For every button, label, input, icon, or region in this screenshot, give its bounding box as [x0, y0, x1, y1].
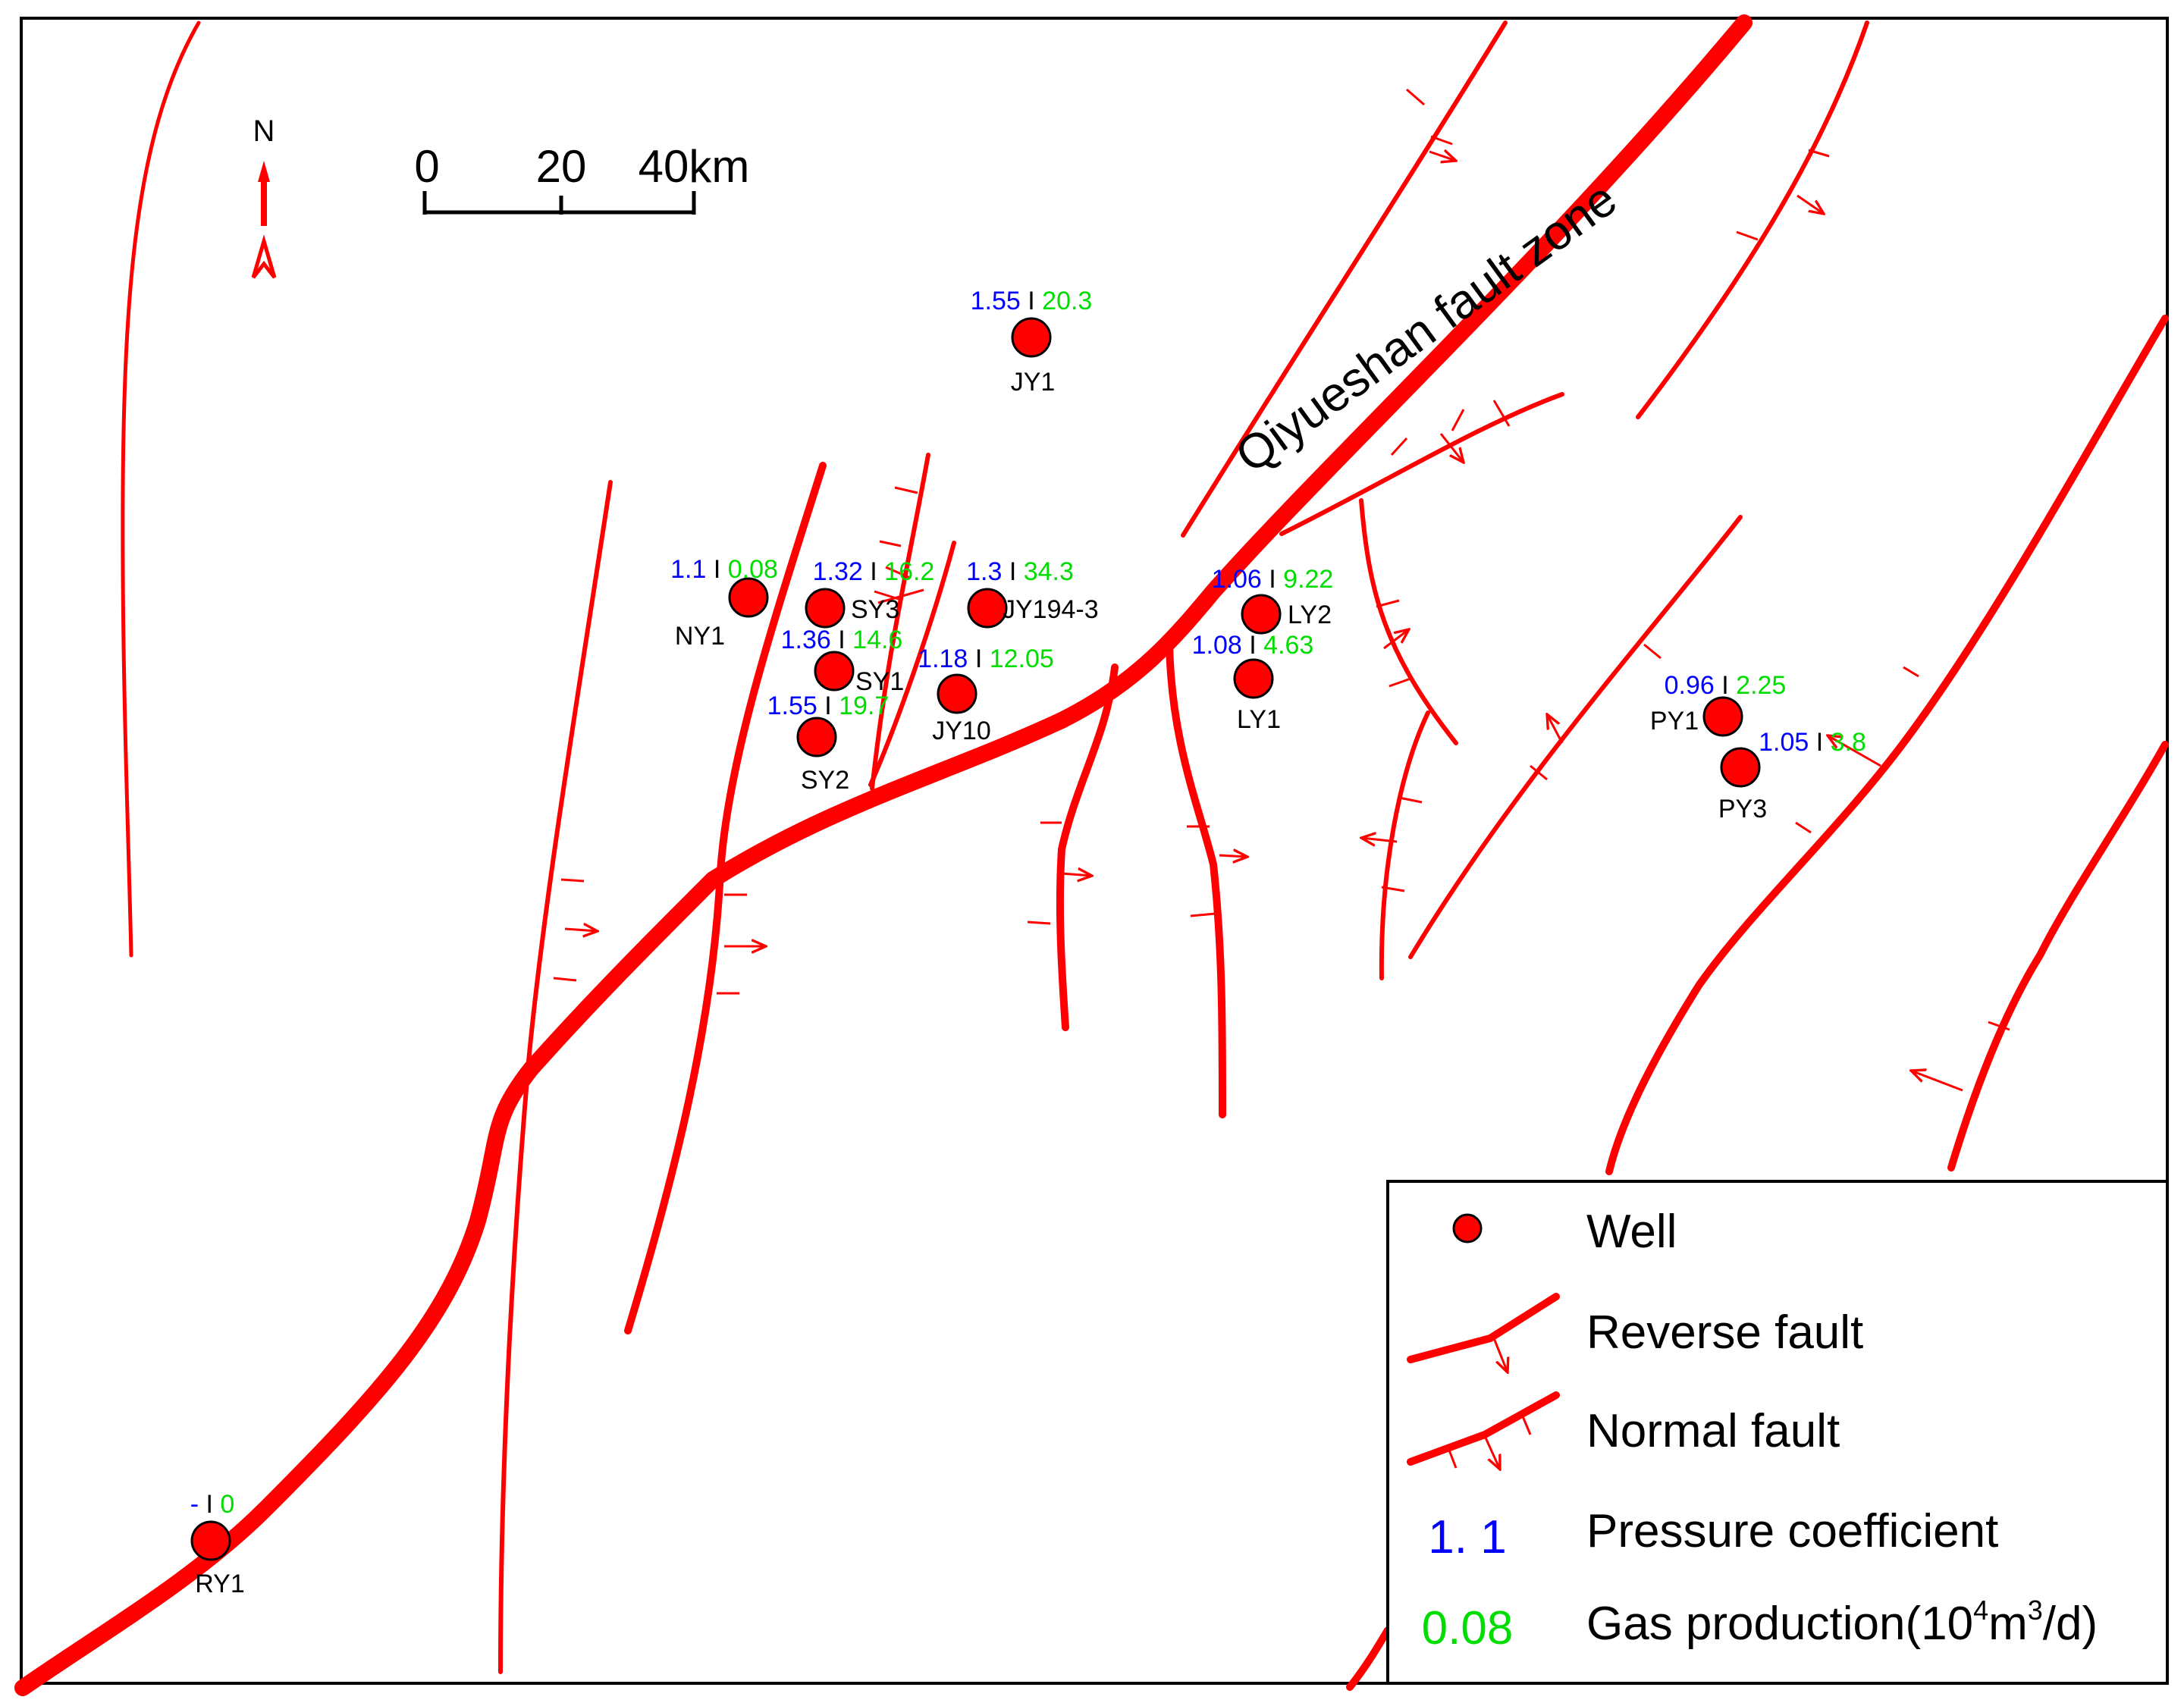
fault-sy-east-2 — [868, 541, 956, 787]
well-values: 1.05 I 3.8 — [1759, 728, 1866, 757]
well-marker — [805, 588, 846, 629]
well-ry1[interactable]: - I 0 RY1 — [190, 1490, 245, 1598]
well-name: RY1 — [195, 1570, 245, 1598]
scale-bar: 0 20 40km — [414, 141, 749, 215]
well-name: PY3 — [1718, 795, 1767, 823]
well-name: PY1 — [1650, 707, 1699, 735]
well-name: JY194-3 — [1003, 595, 1099, 624]
well-jy1[interactable]: 1.55 I 20.3 JY1 — [971, 287, 1093, 397]
fault-east-diag — [1408, 515, 1743, 959]
well-py3[interactable]: 1.05 I 3.8 PY3 — [1718, 728, 1866, 823]
well-values: 1.18 I 12.05 — [918, 645, 1054, 673]
well-marker — [967, 588, 1008, 629]
fault-ne-1 — [1181, 20, 1508, 538]
faults-thick — [14, 14, 2169, 1696]
well-values: - I 0 — [190, 1490, 235, 1519]
fault-sy-west — [624, 462, 827, 1334]
fault-east-lower — [1379, 710, 1430, 980]
legend-box — [1386, 1180, 2169, 1685]
well-name: LY2 — [1288, 601, 1332, 629]
north-arrow-icon — [258, 161, 270, 226]
legend-pressure-label: Pressure coefficient — [1586, 1505, 1998, 1557]
scale-tick-0: 0 — [414, 141, 439, 192]
legend-pressure-sample: 1. 1 — [1428, 1511, 1506, 1563]
well-marker — [1241, 594, 1282, 635]
fault-east-curve — [1359, 498, 1458, 745]
well-name: JY10 — [932, 717, 991, 745]
legend-well-icon — [1452, 1213, 1483, 1244]
fault-se-2 — [1947, 741, 2169, 1171]
legend-reverse-fault-icon — [1407, 1293, 1560, 1372]
well-values: 1.55 I 19.7 — [767, 692, 890, 720]
well-marker — [1720, 747, 1761, 788]
well-ly2[interactable]: 1.06 I 9.22 LY2 — [1212, 565, 1334, 635]
legend: Well Reverse fault Normal fault 1. 1 Pre… — [1386, 1180, 2169, 1685]
well-values: 0.96 I 2.25 — [1665, 671, 1787, 700]
well-jy10[interactable]: 1.18 I 12.05 JY10 — [918, 645, 1054, 745]
well-py1[interactable]: 0.96 I 2.25 PY1 — [1650, 671, 1787, 737]
well-marker — [814, 651, 855, 692]
well-name: SY1 — [855, 667, 904, 696]
well-values: 1.55 I 20.3 — [971, 287, 1093, 315]
legend-gas-label: Gas production(104m3/d) — [1586, 1595, 2098, 1650]
fault-ly-branch — [1166, 641, 1226, 1118]
fault-jy10-branch — [1056, 663, 1119, 1031]
well-jy194-3[interactable]: 1.3 I 34.3 JY194-3 — [966, 557, 1099, 629]
legend-normal-fault-icon — [1407, 1391, 1560, 1469]
fault-zone-label: Qiyueshan fault zone — [1225, 171, 1627, 484]
north-arrow: N — [251, 114, 277, 279]
legend-normal-fault-label: Normal fault — [1586, 1405, 1840, 1457]
well-name: LY1 — [1237, 705, 1281, 734]
well-values: 1.36 I 14.6 — [781, 626, 903, 654]
well-marker — [1011, 317, 1052, 358]
legend-gas-sample: 0.08 — [1422, 1602, 1514, 1654]
fault-ne-arc — [1279, 392, 1564, 536]
well-values: 1.3 I 34.3 — [966, 557, 1074, 586]
well-marker — [937, 673, 977, 714]
well-ly1[interactable]: 1.08 I 4.63 LY1 — [1192, 631, 1314, 734]
fault-bottom-right — [1346, 1626, 1392, 1691]
wells: 1.55 I 20.3 JY1 1.1 I 0.08 NY1 1.32 I 16… — [190, 287, 1866, 1598]
north-label: N — [253, 114, 275, 148]
north-arrow-tail-icon — [251, 234, 277, 279]
well-name: SY2 — [801, 766, 849, 795]
well-sy3[interactable]: 1.32 I 16.2 SY3 — [805, 557, 935, 629]
well-values: 1.08 I 4.63 — [1192, 631, 1314, 660]
fault-se-1 — [1605, 315, 2169, 1175]
scale-tick-40: 40km — [639, 141, 750, 192]
well-values: 1.06 I 9.22 — [1212, 565, 1334, 594]
well-marker — [1702, 696, 1743, 737]
fault-far-west — [121, 20, 201, 958]
well-marker — [728, 577, 769, 618]
well-name: NY1 — [675, 622, 725, 651]
scale-tick-20: 20 — [536, 141, 587, 192]
well-name: JY1 — [1011, 368, 1056, 397]
well-marker — [190, 1520, 231, 1561]
faults-thin — [121, 20, 1869, 1674]
map-frame — [20, 17, 2169, 1685]
fault-sy-east-1 — [870, 453, 930, 791]
well-values: 1.1 I 0.08 — [670, 555, 778, 584]
legend-well-label: Well — [1586, 1206, 1677, 1258]
well-sy2[interactable]: 1.55 I 19.7 SY2 — [767, 692, 890, 795]
qiyueshan-fault — [14, 14, 1753, 1696]
well-values: 1.32 I 16.2 — [813, 557, 935, 586]
well-marker — [1233, 658, 1274, 699]
fault-ticks — [553, 88, 2010, 1092]
well-marker — [796, 717, 837, 757]
well-name: SY3 — [851, 595, 899, 624]
fault-ne-2 — [1636, 20, 1869, 419]
legend-reverse-fault-label: Reverse fault — [1586, 1306, 1863, 1359]
well-ny1[interactable]: 1.1 I 0.08 NY1 — [670, 555, 778, 651]
well-sy1[interactable]: 1.36 I 14.6 SY1 — [781, 626, 905, 696]
